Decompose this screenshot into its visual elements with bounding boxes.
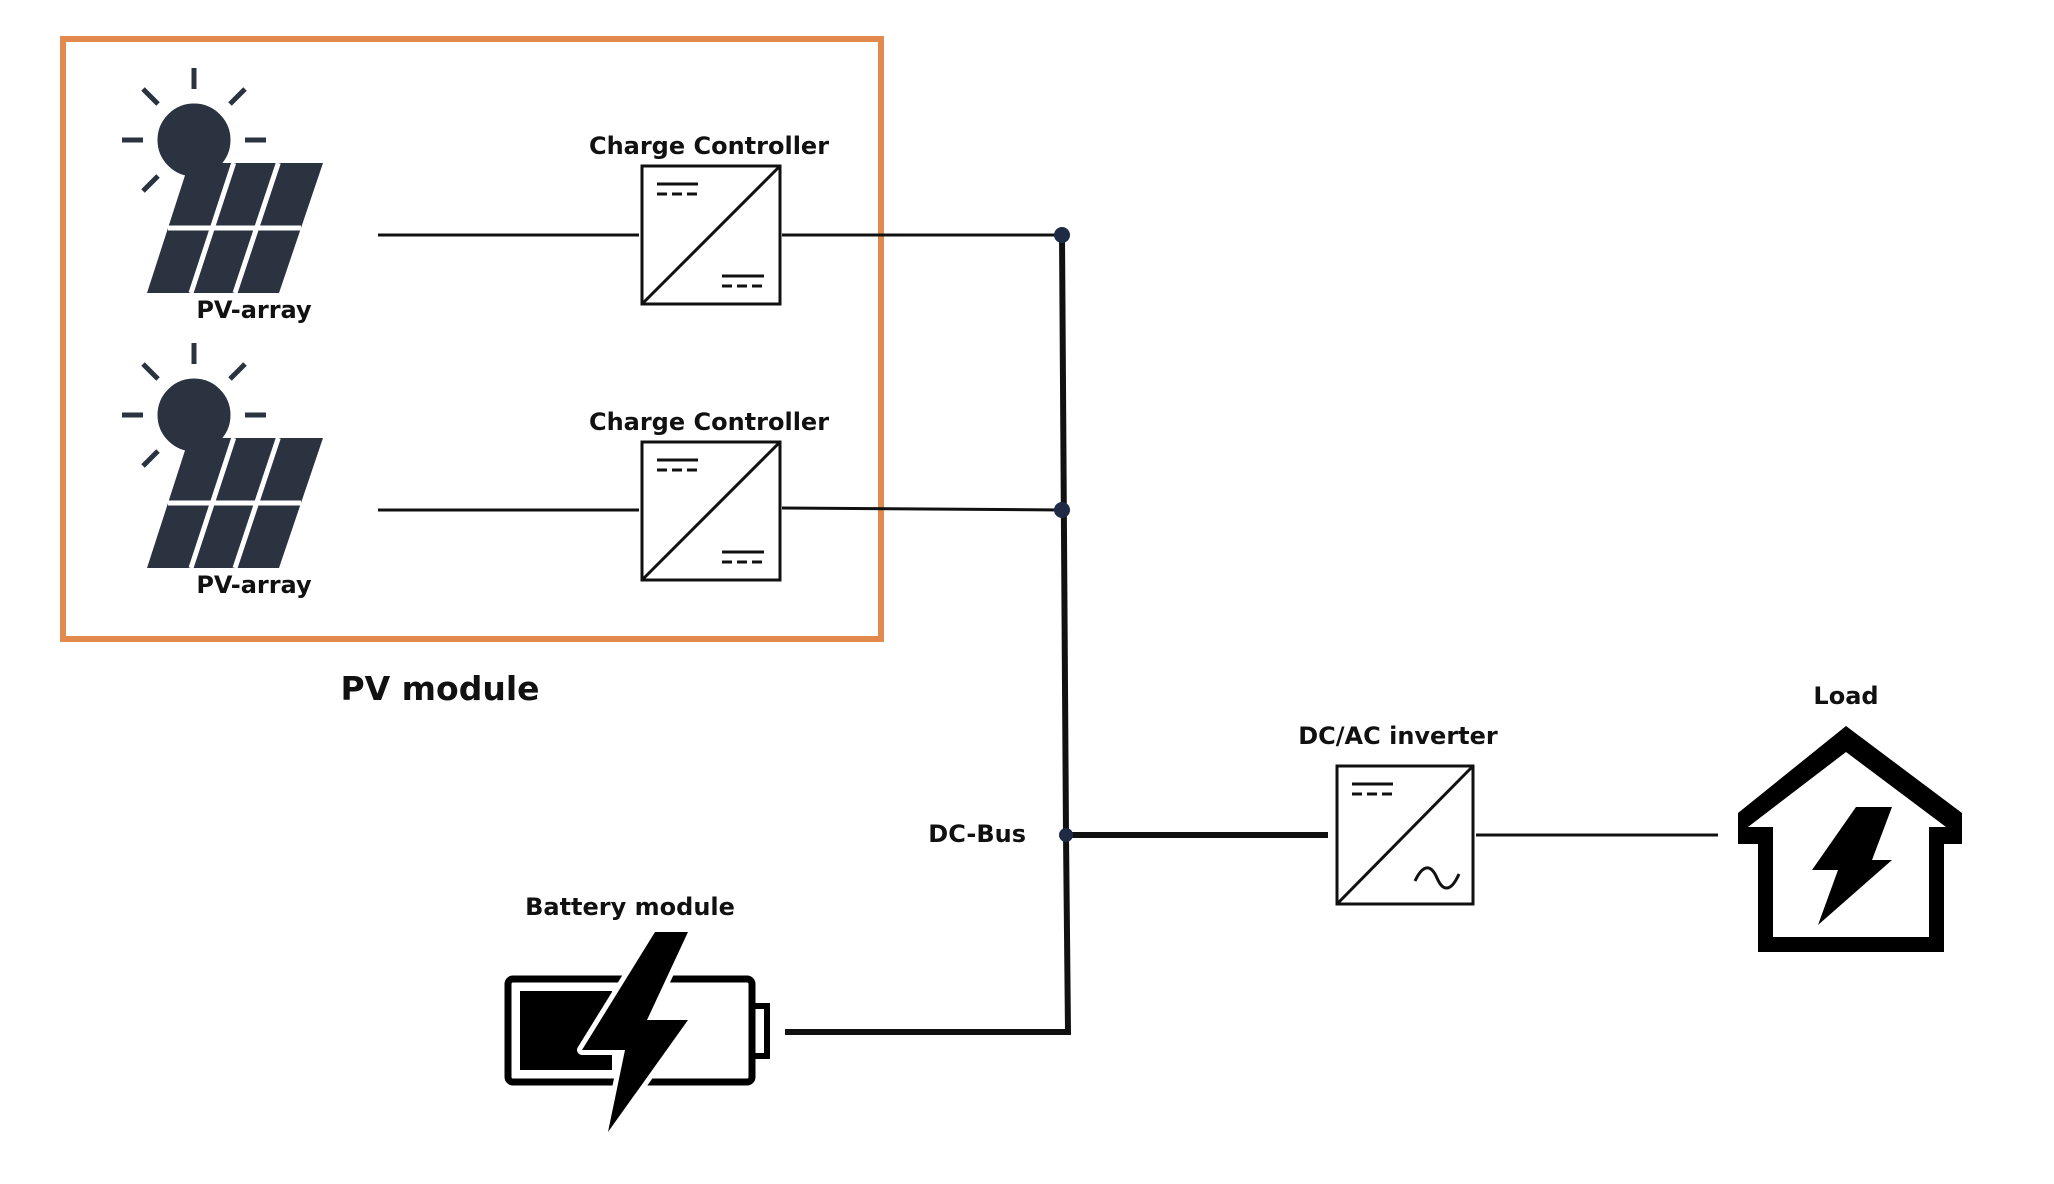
pv-array-label: PV-array [196, 571, 312, 599]
inverter-label: DC/AC inverter [1298, 722, 1498, 750]
junction-node [1054, 502, 1070, 518]
battery-module-label: Battery module [525, 893, 735, 921]
pv-array-label: PV-array [196, 296, 312, 324]
junction-node [1059, 828, 1073, 842]
dc-dc-converter-icon [640, 440, 782, 582]
pv-module-label: PV module [340, 669, 539, 708]
charge-controller-label: Charge Controller [589, 408, 829, 436]
pv-module-group-border [60, 36, 884, 642]
dc-bus-line [785, 234, 1072, 1035]
solar-panel-icon [147, 163, 323, 293]
battery-charging-icon [504, 927, 770, 1137]
junction-node [1054, 227, 1070, 243]
dc-ac-inverter-icon [1335, 764, 1475, 906]
house-lightning-icon [1738, 726, 1962, 952]
load-label: Load [1813, 682, 1878, 710]
dc-bus-label: DC-Bus [928, 820, 1026, 848]
wire [781, 506, 1063, 512]
charge-controller-label: Charge Controller [589, 132, 829, 160]
dc-dc-converter-icon [640, 164, 782, 306]
solar-panel-icon [147, 438, 323, 568]
